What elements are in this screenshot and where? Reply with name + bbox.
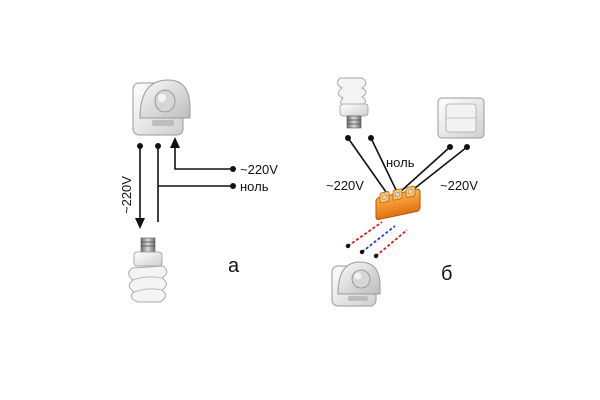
wire-bulb-right: [370, 137, 398, 193]
wires-diagram-a: [139, 145, 233, 222]
motion-sensor-icon: [331, 261, 381, 307]
label-null-b: ноль: [386, 155, 415, 170]
sensor-wire-ends: [345, 243, 379, 259]
arrow-down: [135, 218, 145, 229]
wire-switch-left: [399, 146, 451, 193]
wire-bulb-left: [347, 137, 387, 193]
wire-phase-in: [174, 145, 233, 170]
wire-red-left: [347, 221, 383, 247]
caption-b: б: [441, 263, 452, 285]
wire-blue: [361, 225, 396, 253]
wall-switch-icon: [437, 97, 485, 139]
terminal-block-icon: [375, 185, 421, 221]
terminal-dots-a: [137, 143, 236, 189]
arrow-up: [170, 137, 180, 148]
label-null-a: ноль: [240, 179, 269, 194]
wires-diagram-b: [347, 137, 468, 193]
sensor-wires-b: [347, 221, 408, 257]
wire-switch-right: [409, 146, 468, 193]
cfl-bulb-icon: [336, 77, 369, 129]
label-220v-vertical: ~220V: [119, 176, 134, 214]
wire-red-right: [375, 229, 408, 257]
label-220v-a: ~220V: [240, 162, 278, 177]
label-220v-b-left: ~220V: [326, 178, 364, 193]
label-220v-b-right: ~220V: [440, 178, 478, 193]
arrowheads-a: [135, 137, 180, 229]
caption-a: а: [228, 255, 240, 277]
terminal-dots-b: [345, 135, 470, 150]
cfl-bulb-icon: [128, 237, 168, 303]
motion-sensor-icon: [132, 79, 191, 136]
